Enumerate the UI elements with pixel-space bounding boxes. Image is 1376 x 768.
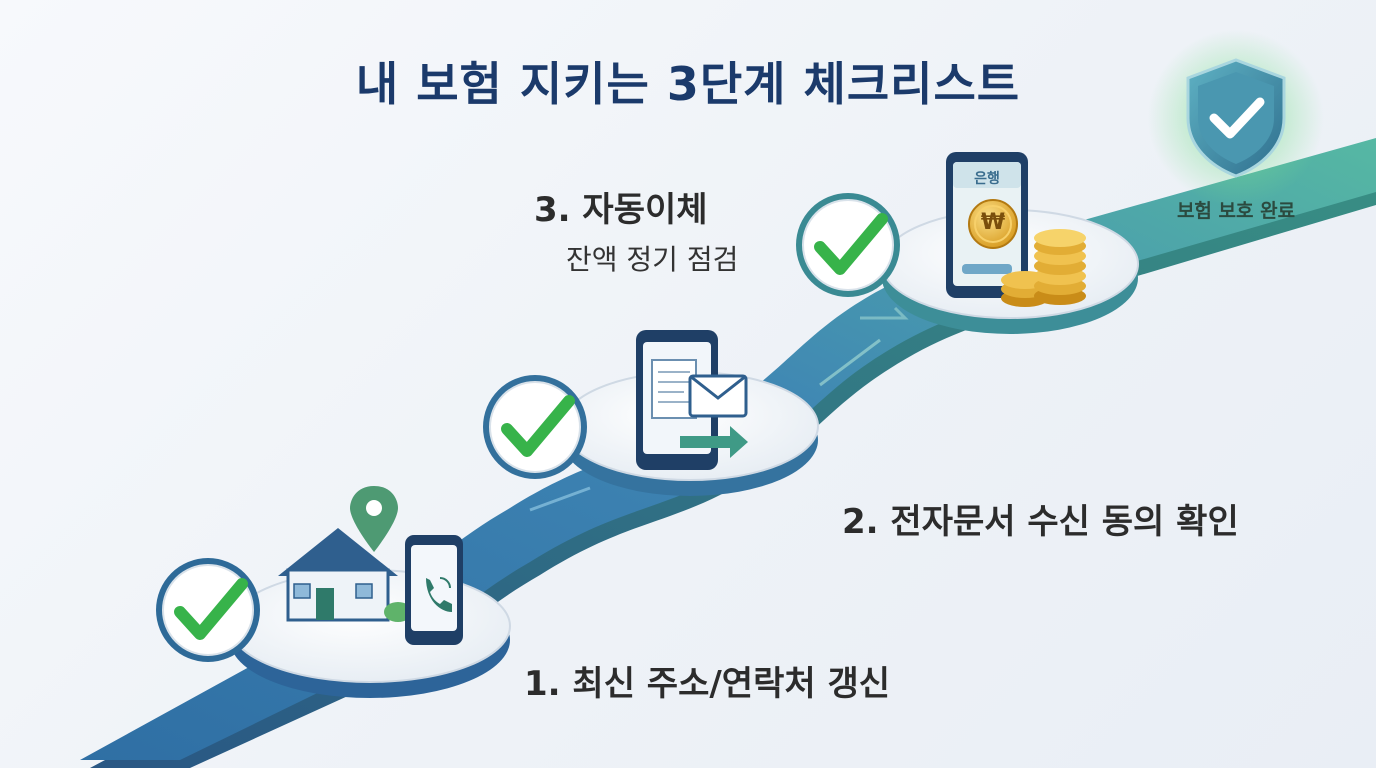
check-icon <box>796 193 900 297</box>
check-icon <box>156 558 260 662</box>
page-title: 내 보험 지키는 3단계 체크리스트 <box>355 57 1021 111</box>
step-3-label-line1: 3. 자동이체 <box>534 190 708 230</box>
step-1-label: 1. 최신 주소/연락처 갱신 <box>524 664 891 704</box>
map-pin-icon <box>350 486 398 552</box>
won-coin-icon <box>968 199 1018 249</box>
won-symbol: ₩ <box>980 210 1006 235</box>
step-3-label-line2: 잔액 정기 점검 <box>566 243 739 276</box>
step-2-label: 2. 전자문서 수신 동의 확인 <box>842 502 1239 542</box>
arrow-right-icon <box>680 426 748 458</box>
badge-label: 보험 보호 완료 <box>1176 200 1296 222</box>
document-icon <box>636 330 718 470</box>
house-icon <box>278 528 412 622</box>
check-icon <box>483 375 587 479</box>
envelope-icon <box>688 374 748 418</box>
shield-check-icon <box>1148 30 1324 206</box>
phone-call-icon <box>405 535 463 645</box>
coin-stack-icon <box>1001 229 1086 307</box>
bank-screen-label: 은행 <box>974 171 1000 187</box>
